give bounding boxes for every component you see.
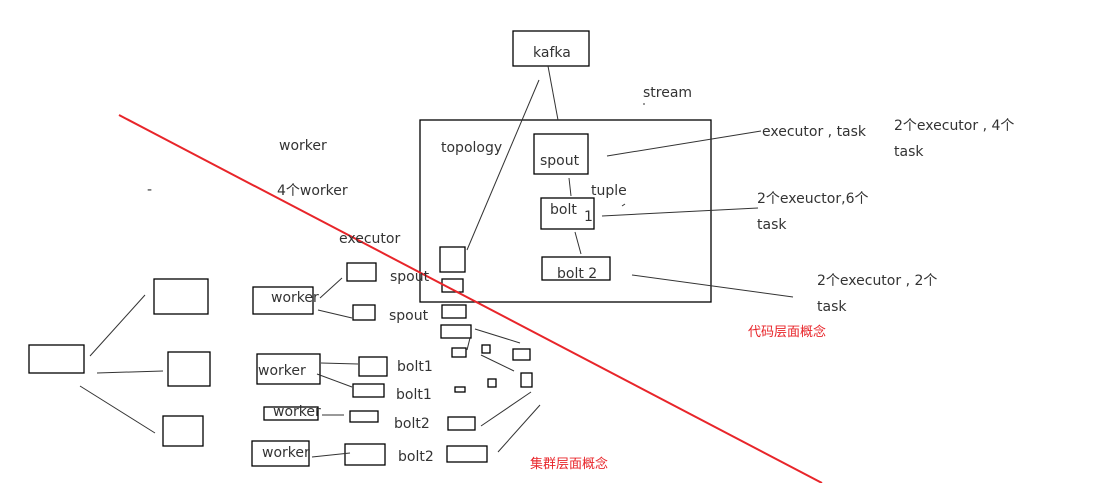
connector-line bbox=[474, 328, 521, 344]
worker-box bbox=[263, 406, 319, 421]
executor-label: bolt1 bbox=[396, 387, 432, 403]
spout-box bbox=[533, 133, 589, 175]
stream-label: stream bbox=[643, 85, 693, 101]
divider-line bbox=[118, 114, 823, 483]
task-box bbox=[441, 304, 467, 319]
kafka-box bbox=[512, 30, 590, 67]
bolt2-box bbox=[541, 256, 611, 281]
task-box bbox=[446, 445, 488, 463]
executor-label: spout bbox=[390, 269, 430, 285]
bolt1-number: 1 bbox=[584, 209, 593, 225]
annotation-line bbox=[601, 207, 759, 217]
executor-label: bolt2 bbox=[398, 449, 434, 465]
connector-line bbox=[497, 404, 541, 453]
task-box bbox=[451, 347, 467, 358]
executor-box bbox=[349, 410, 379, 423]
worker-box bbox=[251, 440, 310, 467]
executor-box bbox=[344, 443, 386, 466]
executor-task-label: executor , task bbox=[762, 124, 867, 140]
executor-label: bolt2 bbox=[394, 416, 430, 432]
connector-line bbox=[311, 452, 351, 458]
task-box bbox=[440, 324, 472, 339]
task-box bbox=[454, 386, 466, 393]
topology-label: topology bbox=[441, 140, 503, 156]
task-box bbox=[447, 416, 476, 431]
executor-box bbox=[352, 304, 376, 321]
worker-box bbox=[252, 286, 314, 315]
bolt2-note-line2: task bbox=[817, 299, 847, 315]
bolt1-note-line1: 2个exeuctor,6个 bbox=[757, 191, 869, 207]
tuple-label: tuple bbox=[591, 183, 627, 199]
worker-heading: worker bbox=[279, 138, 327, 154]
task-box bbox=[487, 378, 497, 388]
executor-label: spout bbox=[389, 308, 429, 324]
executor-box bbox=[346, 262, 377, 282]
connector-line bbox=[480, 391, 532, 427]
connector-line bbox=[316, 373, 353, 388]
dash-mark: - bbox=[147, 182, 153, 198]
task-box bbox=[520, 372, 533, 388]
bolt2-note-line1: 2个executor , 2个 bbox=[817, 273, 938, 289]
connector-line bbox=[89, 294, 146, 357]
connector-line bbox=[320, 362, 359, 365]
task-box bbox=[439, 246, 466, 273]
node-box bbox=[167, 351, 211, 387]
connector-line bbox=[574, 231, 582, 255]
worker-label: worker bbox=[271, 290, 319, 306]
worker-label: worker bbox=[273, 404, 321, 420]
annotation-line bbox=[631, 274, 794, 298]
annotation-line bbox=[606, 130, 762, 157]
spout-note-line2: task bbox=[894, 144, 924, 160]
connector-line bbox=[317, 309, 353, 319]
bolt1-note-line2: task bbox=[757, 217, 787, 233]
tuple-marker bbox=[621, 203, 626, 207]
bolt1-label: bolt bbox=[550, 202, 577, 218]
connector-line bbox=[466, 79, 540, 251]
executor-heading: executor bbox=[339, 231, 401, 247]
executor-box bbox=[358, 356, 388, 377]
bolt1-box bbox=[540, 197, 595, 230]
connector-line bbox=[480, 354, 515, 372]
task-box bbox=[441, 278, 464, 293]
connector-line bbox=[79, 385, 156, 434]
worker-label: worker bbox=[258, 363, 306, 379]
task-box bbox=[512, 348, 531, 361]
code-level-caption: 代码层面概念 bbox=[748, 325, 827, 340]
node-box bbox=[153, 278, 209, 315]
connector-line bbox=[568, 177, 572, 197]
worker-label: worker bbox=[262, 445, 310, 461]
topology-box bbox=[419, 119, 712, 303]
connector-line bbox=[547, 65, 559, 121]
connector-line bbox=[319, 277, 343, 299]
cluster-level-caption: 集群层面概念 bbox=[530, 457, 609, 472]
connector-line bbox=[96, 370, 164, 374]
connector-line bbox=[466, 337, 471, 351]
bolt2-label: bolt 2 bbox=[557, 266, 598, 282]
spout-note-line1: 2个executor , 4个 bbox=[894, 118, 1015, 134]
node-box bbox=[162, 415, 204, 447]
executor-box bbox=[352, 383, 385, 398]
worker-box bbox=[256, 353, 321, 385]
kafka-label: kafka bbox=[533, 45, 571, 61]
task-box bbox=[481, 344, 491, 354]
worker-count-label: 4个worker bbox=[277, 183, 348, 199]
spout-label: spout bbox=[540, 153, 580, 169]
node-box bbox=[28, 344, 85, 374]
executor-label: bolt1 bbox=[397, 359, 433, 375]
